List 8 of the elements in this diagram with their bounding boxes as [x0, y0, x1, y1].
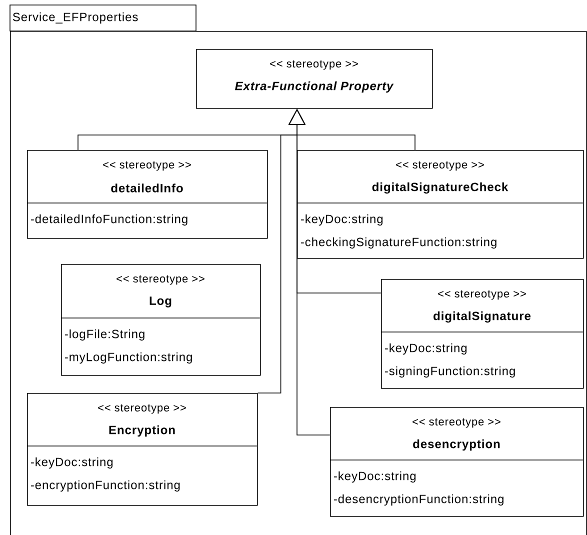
class-box: << stereotype >> detailedInfo -detailedInfoFunction:string [26, 150, 268, 239]
node-label: Service_EFProperties [12, 12, 138, 24]
class-box: << stereotype >> digitalSignatureCheck -keyDoc:string -checkingSignatureFunction:string [296, 150, 584, 259]
class-box: << stereotype >> digitalSignature -keyDoc:string -signingFunction:string [380, 279, 584, 389]
class-box: << stereotype >> Encryption -keyDoc:string -encryptionFunction:string [26, 393, 258, 506]
class-box: << stereotype >> Log -logFile:String -myLogFunction:string [60, 264, 261, 376]
class-box: << stereotype >> desencryption -keyDoc:string -desencryptionFunction:string [330, 407, 584, 517]
class-box: << stereotype >> Extra-Functional Property [196, 49, 433, 109]
